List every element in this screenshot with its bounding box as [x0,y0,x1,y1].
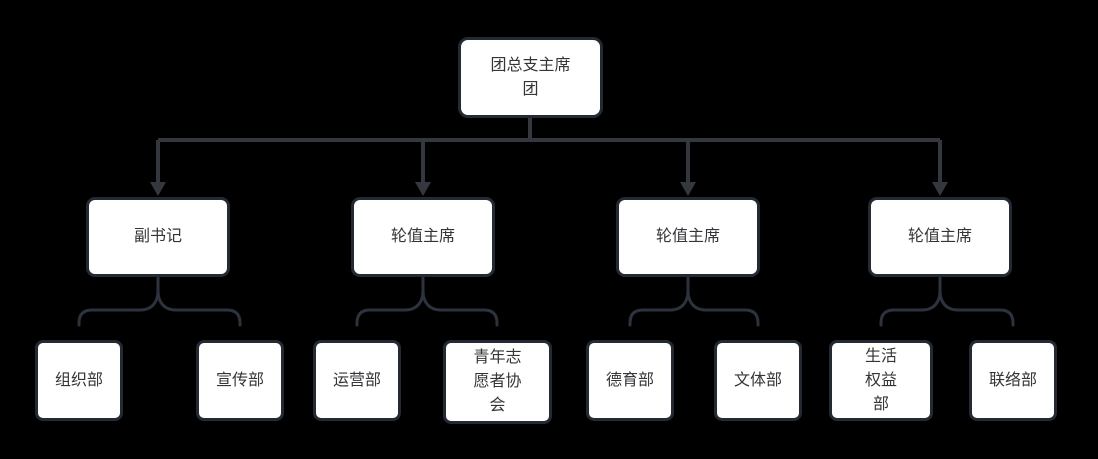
node-root[interactable]: 团总支主席团 [458,37,603,118]
node-youth-volunteers-association[interactable]: 青年志愿者协会 [443,340,552,424]
node-label: 副书记 [133,228,182,245]
node-life-rights-dept[interactable]: 生活权益部 [829,340,933,421]
node-operations-dept[interactable]: 运营部 [313,340,401,421]
edge-root-to-level2 [156,118,942,184]
node-label: 联络部 [988,371,1037,389]
node-label: 文体部 [733,371,782,389]
node-label: 轮值主席 [390,228,455,245]
node-rotating-chair-1[interactable]: 轮值主席 [351,197,495,277]
node-rotating-chair-3[interactable]: 轮值主席 [868,197,1012,277]
node-label: 运营部 [332,371,381,389]
node-culture-sports-dept[interactable]: 文体部 [714,340,802,421]
node-rotating-chair-2[interactable]: 轮值主席 [616,197,760,277]
node-moral-education-dept[interactable]: 德育部 [586,340,674,421]
node-label: 青年志愿者协会 [473,349,522,414]
node-root-label: 团总支主席团 [490,56,571,98]
node-deputy-secretary[interactable]: 副书记 [86,197,230,277]
node-label: 宣传部 [215,371,264,389]
arrowheads [150,182,948,196]
node-label: 轮值主席 [907,228,972,245]
node-organization-dept[interactable]: 组织部 [35,340,123,421]
node-publicity-dept[interactable]: 宣传部 [196,340,284,421]
node-label: 生活权益部 [864,347,897,413]
edge-level2-to-level3 [77,275,1015,327]
node-label: 德育部 [605,371,654,389]
node-label: 轮值主席 [655,228,720,245]
node-label: 组织部 [54,371,103,389]
node-liaison-dept[interactable]: 联络部 [969,340,1057,421]
